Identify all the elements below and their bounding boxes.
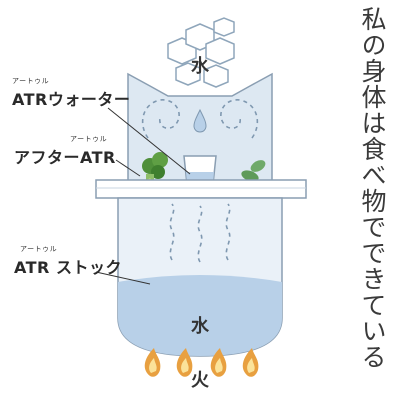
atr-stock-label: ATR ストック	[14, 258, 122, 277]
water-top-label: 水	[191, 56, 209, 77]
steam-lines	[169, 203, 231, 263]
flame-icon	[176, 348, 193, 377]
ice-cubes-icon	[167, 17, 235, 88]
atr-water-label: ATRウォーター	[12, 90, 131, 109]
flame-icon	[144, 348, 161, 377]
flames	[144, 348, 259, 377]
fire-label: 火	[191, 370, 209, 391]
atr-water-ruby: アートゥル	[12, 77, 50, 85]
pot	[117, 197, 283, 357]
water-drop-icon	[193, 108, 207, 133]
water-pot-label: 水	[191, 316, 209, 337]
atr-stock-ruby: アートゥル	[20, 245, 58, 253]
flame-icon	[242, 348, 259, 377]
flame-icon	[210, 348, 227, 377]
after-atr-ruby: アートゥル	[70, 135, 108, 143]
pointer-lines	[95, 107, 191, 285]
page-title: 私の身体は食べ物でできている	[358, 6, 387, 370]
after-atr-label: アフターATR	[14, 148, 116, 167]
still-rim	[95, 179, 307, 199]
convection-swirls	[141, 99, 259, 139]
